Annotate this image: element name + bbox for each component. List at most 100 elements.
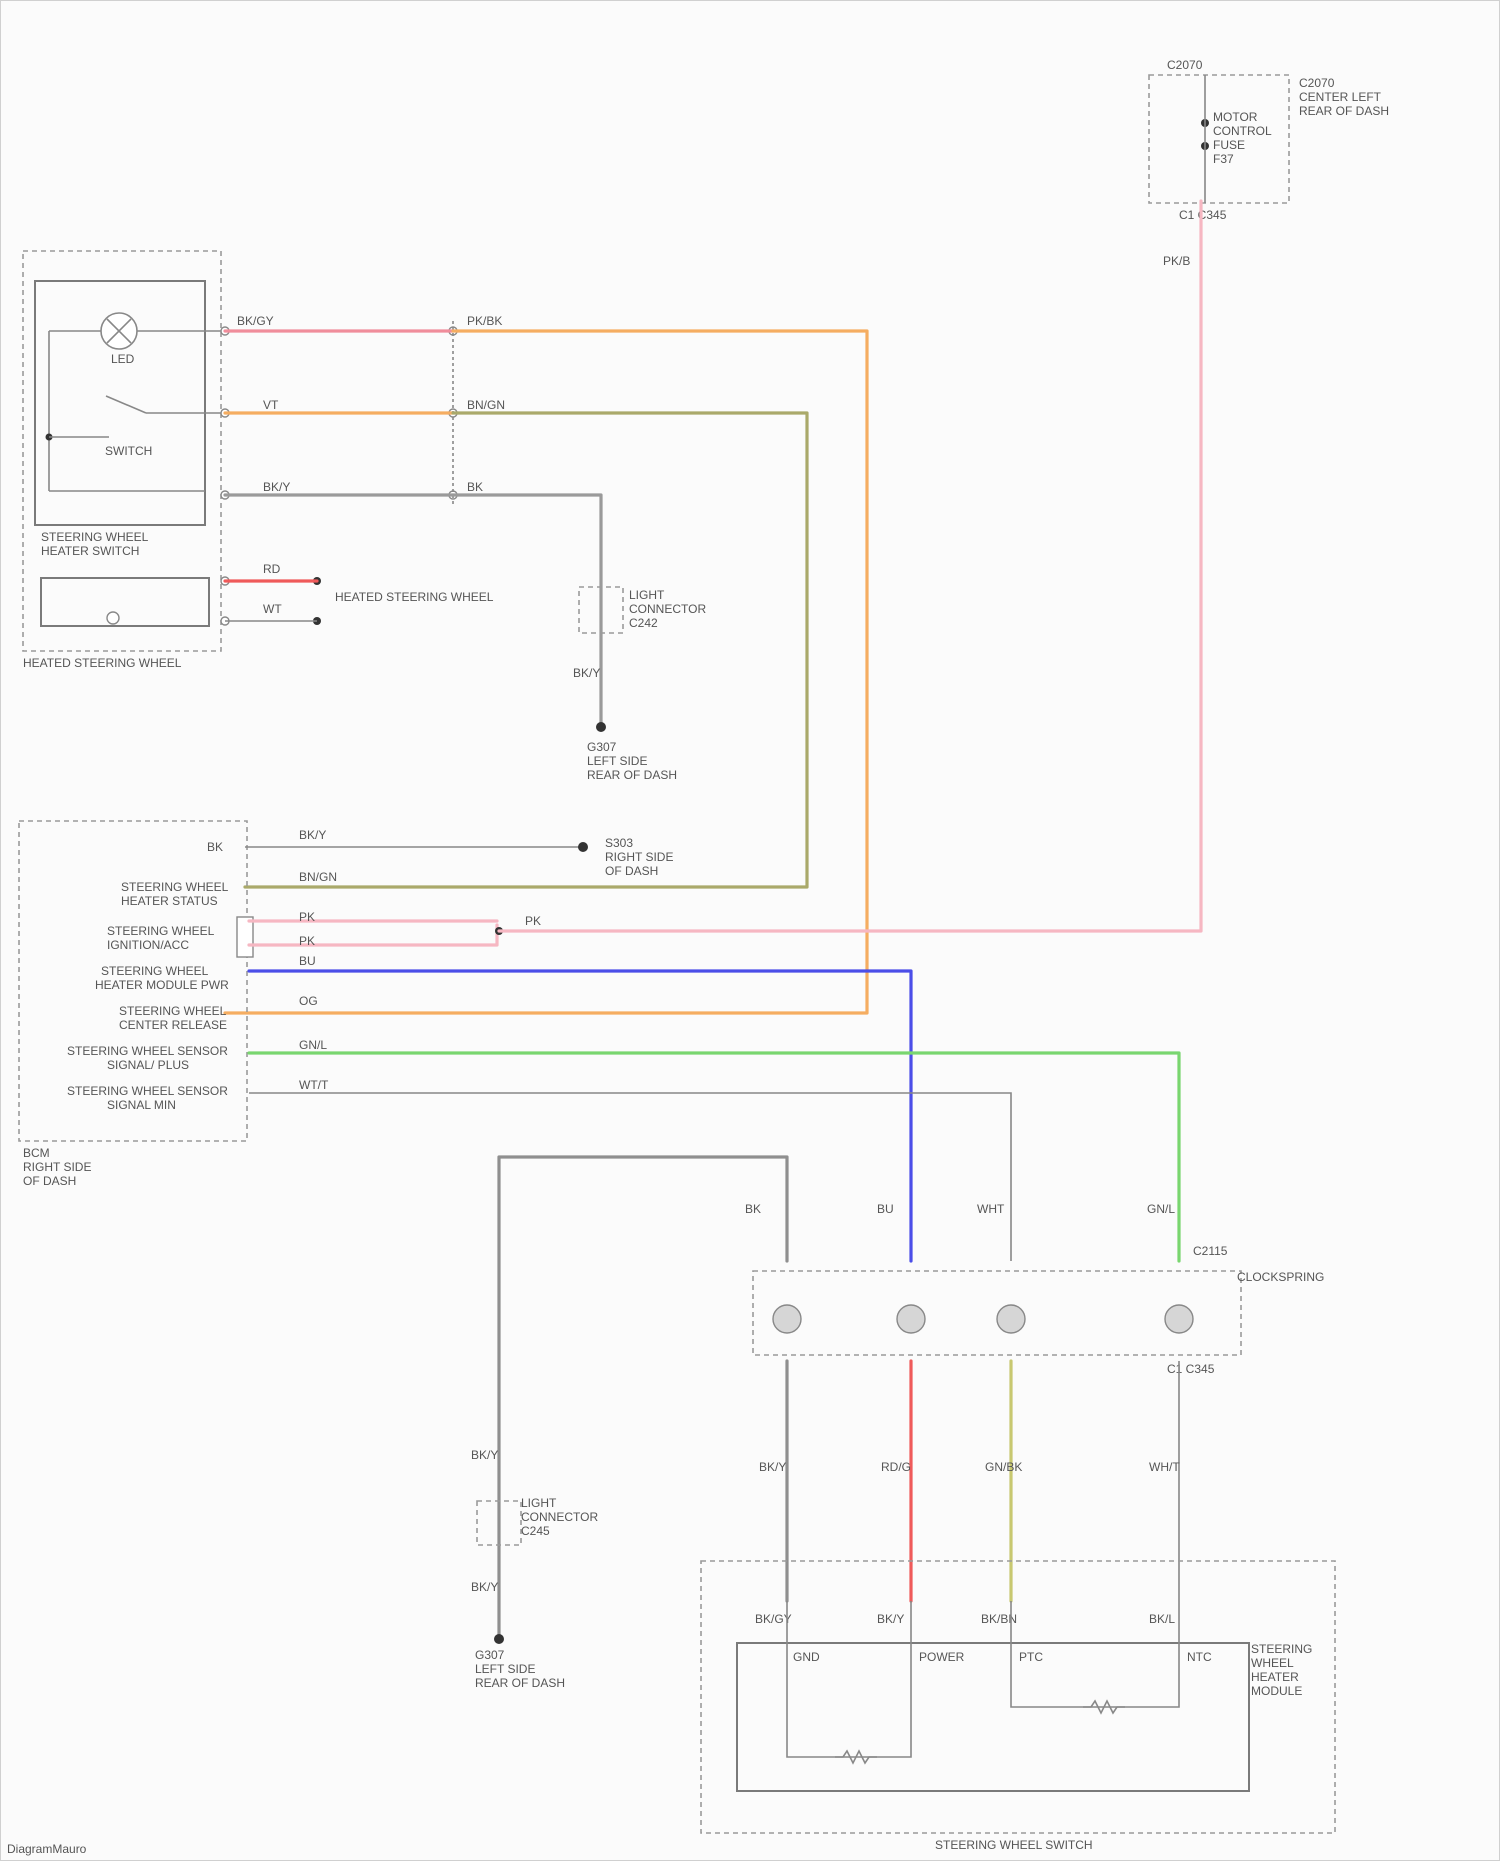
clock-coil-3 [997,1305,1025,1333]
wire-orange-loop [225,331,867,1013]
clockspring-pin-top: C2115 [1193,1244,1228,1258]
wire-label-vert-gray: BK/Y [573,666,600,680]
bcm-pin-label-7: STEERING WHEEL [119,1004,227,1018]
bcm-label-1: BCM [23,1146,50,1160]
bcm-pin-label-8: CENTER RELEASE [119,1018,227,1032]
bcm-module: BK STEERING WHEEL HEATER STATUS STEERING… [19,821,253,1188]
sws-pin-gnd: GND [793,1650,820,1664]
top-right-desc-2: CENTER LEFT [1299,90,1382,104]
bcm-pin-label-4: IGNITION/ACC [107,938,189,952]
bcm-pin-label-3: STEERING WHEEL [107,924,215,938]
connector-c242: LIGHT CONNECTOR C242 BK/Y G307 LEFT SIDE… [573,587,706,782]
wire-olive-loop [245,413,807,887]
sws-module-label-2: WHEEL [1251,1656,1294,1670]
bcm-pin-label-11: STEERING WHEEL SENSOR [67,1084,228,1098]
heated-wheel-switch-module: LED SWITCH STEERING WHEEL HEATER SWITCH … [23,251,494,670]
wire-label-gnd-bottom-bot: BK/Y [471,1580,498,1594]
wire-label-bcm7: GN/L [299,1038,327,1052]
clockspring-pin-bottom: C1 C345 [1167,1362,1215,1376]
sws-label: STEERING WHEEL SWITCH [935,1838,1093,1852]
sws-box [701,1561,1335,1833]
wire-label-mid4: BN/GN [467,398,505,412]
sws-module-label-4: MODULE [1251,1684,1302,1698]
c242-label-1: LIGHT [629,588,665,602]
wire-label-csb1: BK/Y [759,1460,786,1474]
top-right-pin-bottom: C1 C345 [1179,208,1227,222]
gnd-bottom-label-3: REAR OF DASH [475,1676,565,1690]
sws-pin-power: POWER [919,1650,965,1664]
bcm-label-2: RIGHT SIDE [23,1160,91,1174]
bcm-label-3: OF DASH [23,1174,76,1188]
clockspring: BK BU WHT GN/L C2115 CLOCKSPRING C1 C345 [745,1202,1324,1376]
wire-label-top1: BK/GY [237,314,274,328]
sws-module-box [737,1643,1249,1791]
switch-blade [106,396,146,413]
bcm-pin-label-2: HEATER STATUS [121,894,218,908]
bcm-gnd-label-3: OF DASH [605,864,658,878]
switch-module-label-2: HEATER SWITCH [41,544,139,558]
wire-label-bcm2: BN/GN [299,870,337,884]
wire-label-bcm3: PK [299,910,315,924]
sws-module-label-3: HEATER [1251,1670,1299,1684]
wire-label-bcm8: WT/T [299,1078,329,1092]
bcm-pin-label-5: STEERING WHEEL [101,964,209,978]
wire-label-sw2: WT [263,602,282,616]
wire-label-bcm1: BK/Y [299,828,326,842]
sub-switch-box [41,578,209,626]
wire-label-cs4: GN/L [1147,1202,1175,1216]
wire-white [249,1093,1011,1261]
gnd-bottom-label-2: LEFT SIDE [475,1662,535,1676]
sws-resistor-1 [835,1751,877,1763]
wire-label-cs3: WHT [977,1202,1005,1216]
fuse-text-4: F37 [1213,152,1234,166]
wire-pink-bcm-2 [249,925,497,945]
wire-pink-right [499,201,1201,931]
top-right-component: C2070 MOTOR CONTROL FUSE F37 C2070 CENTE… [1149,58,1389,268]
bcm-pin-block [237,917,253,957]
top-right-pin-top: C2070 [1167,58,1203,72]
wire-label-pk-right: PK [525,914,541,928]
gnd-top-label-1: G307 [587,740,617,754]
c242-label-2: CONNECTOR [629,602,706,616]
top-right-wire-label: PK/B [1163,254,1190,268]
bcm-pin-label-12: SIGNAL MIN [107,1098,176,1112]
clock-coil-4 [1165,1305,1193,1333]
connector-c245: BK/Y LIGHT CONNECTOR C245 BK/Y G307 LEFT… [471,1448,598,1690]
wire-label-bcm6: OG [299,994,318,1008]
bcm-pin-label-10: SIGNAL/ PLUS [107,1058,189,1072]
module-a-label: HEATED STEERING WHEEL [23,656,182,670]
bcm-pin-label-1: STEERING WHEEL [121,880,229,894]
wire-label-mid1: PK/BK [467,314,502,328]
wire-label-cs2: BU [877,1202,894,1216]
gnd-top-label-2: LEFT SIDE [587,754,647,768]
sws-wire-1: BK/GY [755,1612,792,1626]
bcm-pin-top: BK [207,840,223,854]
wire-label-top2: VT [263,398,279,412]
gnd-bottom-dot [494,1634,504,1644]
connector-pins-top: PK/BK BN/GN BK [221,314,505,625]
bcm-gnd-dot [578,842,588,852]
wire-label-csb3: GN/BK [985,1460,1022,1474]
gnd-top-label-3: REAR OF DASH [587,768,677,782]
top-right-desc-1: C2070 [1299,76,1335,90]
wire-label-csb4: WH/T [1149,1460,1180,1474]
switch-label: SWITCH [105,444,152,458]
sws-wire-2: BK/Y [877,1612,904,1626]
top-right-desc-3: REAR OF DASH [1299,104,1389,118]
wire-label-csb2: RD/G [881,1460,911,1474]
bcm-gnd-label-1: S303 [605,836,633,850]
wire-label-sw1: RD [263,562,281,576]
fuse-text-2: CONTROL [1213,124,1272,138]
sw-desc: HEATED STEERING WHEEL [335,590,494,604]
c242-label-3: C242 [629,616,658,630]
footer-watermark: DiagramMauro [7,1842,87,1856]
wire-gray-bottom [499,1157,787,1637]
sws-wire-4: BK/L [1149,1612,1175,1626]
wire-label-cs1: BK [745,1202,761,1216]
gnd-bottom-label-1: G307 [475,1648,505,1662]
wire-label-mid5: BK [467,480,483,494]
wire-label-gnd-bottom-top: BK/Y [471,1448,498,1462]
sws-resistor-2 [1083,1701,1125,1713]
